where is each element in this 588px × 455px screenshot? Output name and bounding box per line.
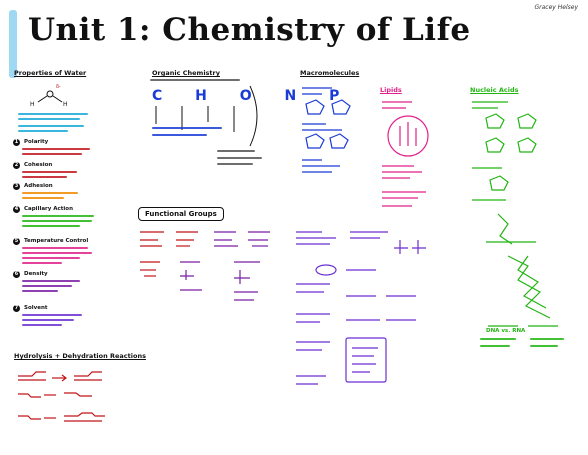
item-number: 6 [13,271,20,278]
water-item-label: Adhesion [24,183,53,189]
note-line [530,338,564,340]
note-line [22,153,82,155]
functional-groups-heading: Functional Groups [138,207,224,221]
item-number: 3 [13,183,20,190]
note-line [22,262,62,264]
note-line [22,314,82,316]
water-item-label: Solvent [24,305,48,311]
note-line [217,150,255,152]
note-line [22,319,74,321]
side-strip [9,10,17,78]
note-line [22,225,80,227]
lipids-diagram [382,101,429,207]
item-number: 1 [13,139,20,146]
lipids-heading: Lipids [380,86,402,94]
note-line [22,197,64,199]
nucleic-acids-diagram [472,101,558,327]
note-line [152,127,222,129]
macromolecules-heading: Macromolecules [300,69,360,77]
item-number: 2 [13,162,20,169]
note-line [22,290,58,292]
note-line [22,247,88,249]
proteins-diagram [296,231,426,385]
water-item-label: Cohesion [24,162,53,168]
note-line [22,324,62,326]
water-item-label: Polarity [24,139,49,145]
note-line [22,148,90,150]
note-line [22,257,80,259]
item-number: 5 [13,238,20,245]
dna-vs-rna-label: DNA vs. RNA [486,328,526,334]
svg-text:H: H [30,101,35,108]
note-line [22,192,78,194]
water-note-line [18,125,84,127]
water-note-line [18,118,80,120]
organic-heading: Organic Chemistry [152,69,220,77]
functional-groups-diagram [140,231,270,301]
water-note-line [18,130,68,132]
note-line [217,157,262,159]
note-line [22,220,92,222]
item-number: 4 [13,206,20,213]
note-line [22,252,92,254]
water-item-label: Density [24,271,48,277]
element-bonds-diagram [155,85,258,147]
note-line [22,285,72,287]
note-line [22,280,80,282]
note-line [22,171,77,173]
note-line [150,79,240,81]
note-line [22,215,94,217]
carbohydrates-diagram [302,87,351,173]
element-letters: C H O N P [152,88,354,104]
item-number: 7 [13,305,20,312]
note-line [530,345,558,347]
nucleic-heading: Nucleic Acids [470,86,519,94]
author-name: Gracey Helsey [534,4,578,11]
svg-text:δ-: δ- [56,84,61,90]
note-line [480,338,516,340]
note-line [152,134,207,136]
note-line [480,345,510,347]
water-molecule-icon: H H δ- [30,84,68,108]
svg-text:H: H [63,101,68,108]
water-note-line [18,113,88,115]
water-item-label: Temperature Control [24,238,89,244]
note-line [217,163,253,165]
note-line [22,176,67,178]
hydrolysis-heading: Hydrolysis + Dehydration Reactions [14,352,146,360]
water-heading: Properties of Water [14,69,87,77]
page-title: Unit 1: Chemistry of Life [28,12,471,48]
hydrolysis-reaction-diagram [18,371,105,422]
water-item-label: Capillary Action [24,206,73,212]
